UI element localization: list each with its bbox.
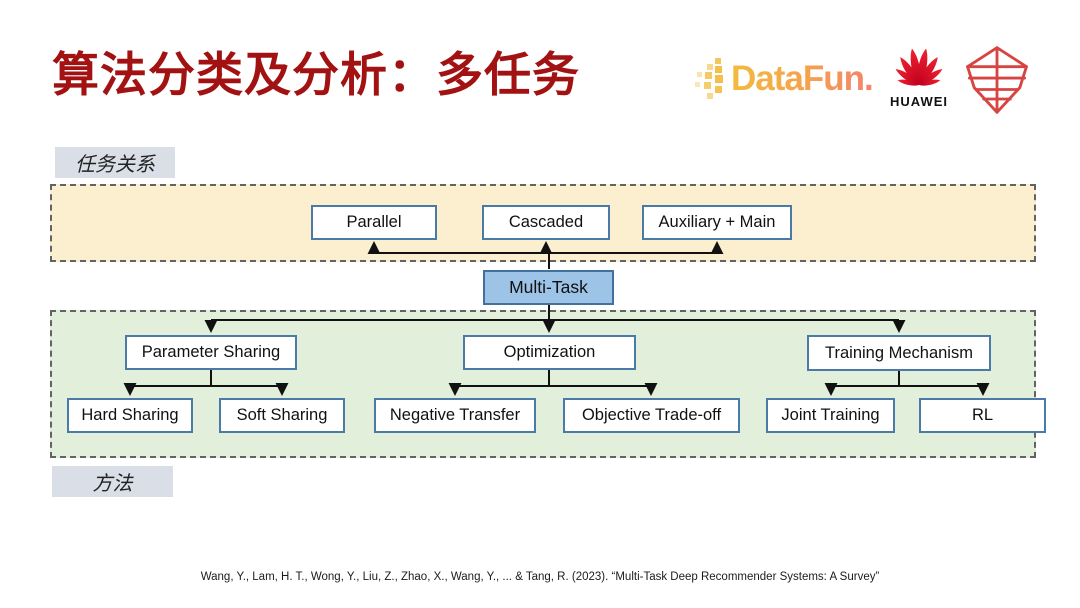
noahs-ark-lab-logo-icon xyxy=(958,42,1036,123)
citation-text: Wang, Y., Lam, H. T., Wong, Y., Liu, Z.,… xyxy=(200,571,880,583)
node-cascaded: Cascaded xyxy=(482,205,610,240)
node-multi-task: Multi-Task xyxy=(483,270,614,305)
node-training-mechanism: Training Mechanism xyxy=(807,335,991,371)
node-soft-sharing: Soft Sharing xyxy=(219,398,345,433)
node-rl: RL xyxy=(919,398,1046,433)
huawei-flower-icon xyxy=(893,47,945,88)
datafun-logo: DataFun. xyxy=(693,56,874,102)
method-group xyxy=(50,310,1036,458)
huawei-wordmark: HUAWEI xyxy=(890,94,948,109)
node-negative-transfer: Negative Transfer xyxy=(374,398,536,433)
node-objective-trade-off: Objective Trade-off xyxy=(563,398,740,433)
task-relation-label: 任务关系 xyxy=(55,147,175,178)
datafun-wordmark: DataFun. xyxy=(731,59,874,98)
datafun-pixel-icon xyxy=(695,58,723,99)
node-parallel: Parallel xyxy=(311,205,437,240)
node-joint-training: Joint Training xyxy=(766,398,895,433)
method-label: 方法 xyxy=(52,466,173,497)
node-parameter-sharing: Parameter Sharing xyxy=(125,335,297,370)
huawei-logo: HUAWEI xyxy=(882,42,956,109)
node-auxiliary-main: Auxiliary + Main xyxy=(642,205,792,240)
page-title: 算法分类及分析：多任务 xyxy=(52,48,580,101)
node-optimization: Optimization xyxy=(463,335,636,370)
node-hard-sharing: Hard Sharing xyxy=(67,398,193,433)
